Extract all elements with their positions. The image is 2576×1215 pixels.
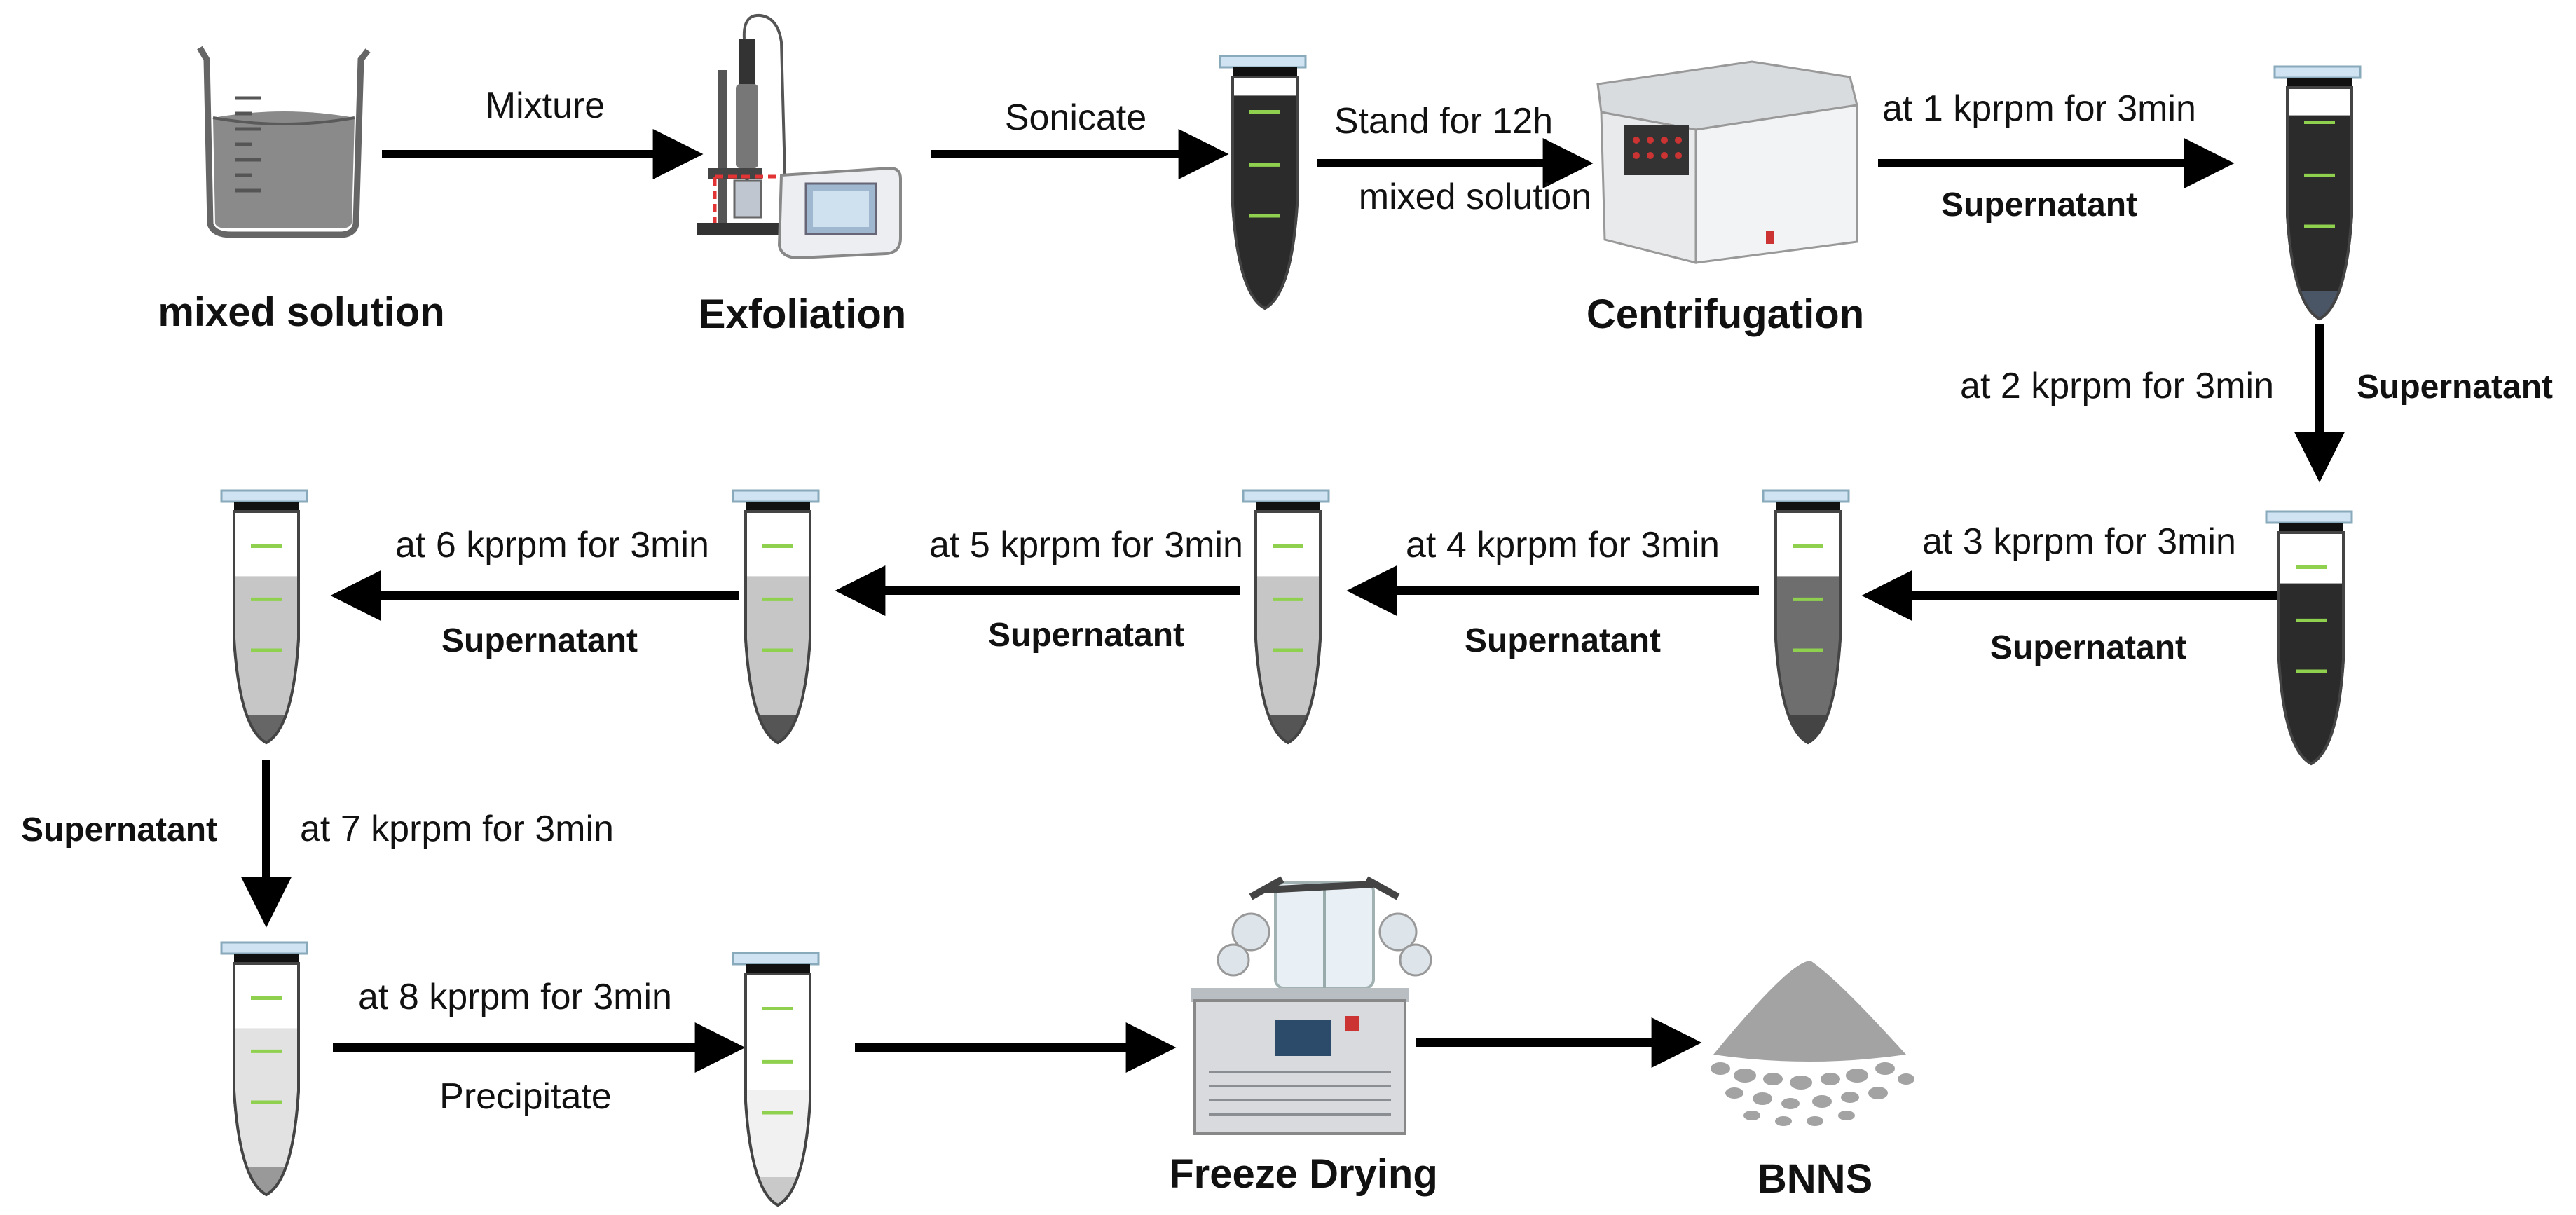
supernatant-label-7: Supernatant	[21, 811, 217, 849]
step5-label: at 5 kprpm for 3min	[929, 525, 1243, 565]
tube-sonicated-icon	[1219, 55, 1307, 310]
supernatant-label-4: Supernatant	[1465, 622, 1661, 659]
centrifuge-icon	[1596, 60, 1858, 264]
tube-step7-icon	[220, 489, 308, 745]
step8-label: at 8 kprpm for 3min	[358, 977, 672, 1017]
sonicator-icon	[697, 13, 902, 260]
supernatant-label-6: Supernatant	[441, 622, 638, 659]
mixed-solution-title: mixed solution	[158, 289, 444, 335]
tube-step4-icon	[1762, 489, 1850, 745]
step3-label: at 3 kprpm for 3min	[1922, 521, 2236, 562]
supernatant-label-2: Supernatant	[2357, 369, 2553, 406]
stand-label: Stand for 12h	[1334, 101, 1553, 142]
powder-pile-icon	[1711, 961, 1914, 1126]
step7-label: at 7 kprpm for 3min	[300, 809, 614, 849]
step4-label: at 4 kprpm for 3min	[1406, 525, 1720, 565]
tube-step5-icon	[1242, 489, 1330, 745]
sonicate-label: Sonicate	[1005, 97, 1146, 138]
step1-label: at 1 kprpm for 3min	[1882, 88, 2196, 129]
beaker-icon	[197, 46, 371, 238]
freeze-drying-title: Freeze Drying	[1169, 1151, 1438, 1197]
supernatant-label-1: Supernatant	[1941, 186, 2137, 224]
supernatant-label-3: Supernatant	[1990, 629, 2186, 666]
step2-label: at 2 kprpm for 3min	[1960, 366, 2274, 406]
exfoliation-title: Exfoliation	[699, 291, 906, 337]
freeze-dryer-icon	[1191, 876, 1432, 1135]
tube-step1-icon	[2273, 65, 2362, 321]
centrifugation-title: Centrifugation	[1587, 291, 1864, 337]
bnns-title: BNNS	[1758, 1156, 1872, 1202]
precipitate-label: Precipitate	[439, 1076, 612, 1117]
stand-label-2: mixed solution	[1359, 177, 1591, 217]
tube-precipitate-icon	[732, 952, 820, 1207]
mixture-label: Mixture	[486, 85, 605, 126]
tube-step8-icon	[220, 941, 308, 1197]
tube-step6-icon	[732, 489, 820, 745]
tube-step3-icon	[2265, 510, 2353, 766]
step6-label: at 6 kprpm for 3min	[395, 525, 709, 565]
supernatant-label-5: Supernatant	[988, 617, 1184, 654]
